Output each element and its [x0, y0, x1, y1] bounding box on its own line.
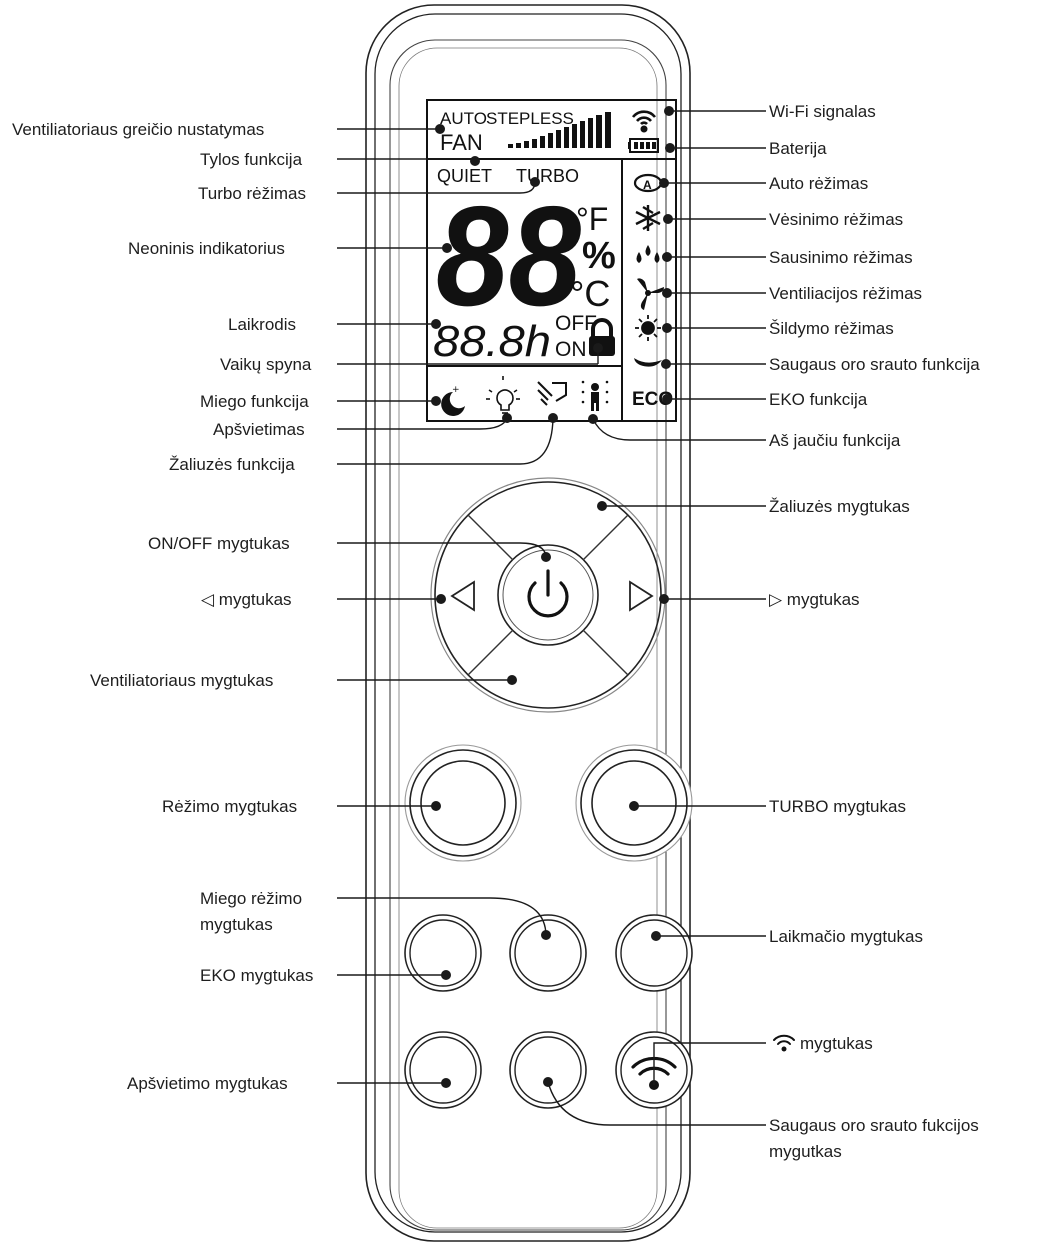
label-turbo-button: TURBO mygtukas — [769, 797, 906, 816]
mode-button[interactable] — [404, 744, 522, 862]
leader-lines-left — [337, 124, 603, 1088]
label-child-lock: Vaikų spyna — [220, 355, 312, 374]
label-wifi-small-icon — [773, 1034, 795, 1052]
wifi-icon — [631, 110, 657, 133]
lcd-main-digits: 88 — [436, 177, 581, 336]
label-neon-indicator: Neoninis indikatorius — [128, 239, 285, 258]
lcd-auto-text: AUTO — [440, 109, 487, 128]
right-labels: Wi-Fi signalas Baterija Auto rėžimas Vės… — [769, 102, 980, 1161]
svg-text:+: + — [452, 385, 460, 395]
lcd-deg-c: °C — [570, 273, 610, 314]
safe-airflow-button[interactable] — [509, 1031, 587, 1109]
left-arrow-icon — [450, 580, 475, 612]
sun-icon — [635, 315, 661, 341]
fan-speed-bars — [508, 112, 611, 148]
label-cooling-mode: Vėsinimo rėžimas — [769, 210, 903, 229]
label-timer-button: Laikmačio mygtukas — [769, 927, 923, 946]
lcd-fan-text: FAN — [440, 130, 483, 155]
label-louver-function: Žaliuzės funkcija — [169, 455, 295, 474]
moon-icon: + — [441, 385, 465, 416]
label-auto-mode: Auto rėžimas — [769, 174, 868, 193]
label-louver-button: Žaliuzės mygtukas — [769, 497, 910, 516]
leader-lines-right — [543, 106, 766, 1126]
right-arrow-icon — [629, 580, 654, 612]
sleep-mode-button[interactable] — [509, 914, 587, 992]
label-eco-button: EKO mygtukas — [200, 966, 313, 985]
snowflake-icon — [635, 205, 661, 231]
label-drying-mode: Sausinimo rėžimas — [769, 248, 913, 267]
label-lighting-button: Apšvietimo mygtukas — [127, 1074, 288, 1093]
eco-button[interactable] — [404, 914, 482, 992]
label-i-feel-function: Aš jaučiu funkcija — [769, 431, 901, 450]
lcd-stepless-text: STEPLESS — [486, 109, 574, 128]
power-icon — [527, 569, 569, 618]
bulb-icon — [486, 376, 520, 414]
label-clock: Laikrodis — [228, 315, 296, 334]
label-safe-airflow-button-line1: Saugaus oro srauto fukcijos — [769, 1116, 979, 1135]
lcd-off-text: OFF — [555, 312, 597, 335]
lcd-clock-digits: 88.8h — [433, 317, 551, 366]
left-labels: Ventiliatoriaus greičio nustatymas Tylos… — [12, 120, 313, 1093]
lcd-on-text: ON — [555, 338, 587, 361]
label-fan-speed-setting: Ventiliatoriaus greičio nustatymas — [12, 120, 264, 139]
label-sleep-function: Miego funkcija — [200, 392, 309, 411]
label-wifi-signal: Wi-Fi signalas — [769, 102, 876, 121]
label-wifi-button: mygtukas — [800, 1034, 873, 1053]
person-icon — [581, 380, 609, 411]
label-sleep-mode-button-line2: mygtukas — [200, 915, 273, 934]
lcd-deg-f: °F — [576, 201, 608, 237]
label-safe-airflow-function: Saugaus oro srauto funkcija — [769, 355, 980, 374]
lcd-eco-text: ECO — [632, 389, 673, 410]
label-eco-function: EKO funkcija — [769, 390, 868, 409]
label-ventilation-mode: Ventiliacijos rėžimas — [769, 284, 922, 303]
label-quiet-function: Tylos funkcija — [200, 150, 303, 169]
label-mode-button: Rėžimo mygtukas — [162, 797, 297, 816]
drops-icon — [636, 245, 660, 263]
label-lighting: Apšvietimas — [213, 420, 305, 439]
lighting-button[interactable] — [404, 1031, 482, 1109]
louver-icon — [537, 381, 567, 406]
label-safe-airflow-button-line2: mygutkas — [769, 1142, 842, 1161]
lcd-screen: AUTO STEPLESS FAN QUIET TURBO 88 °F % °C… — [426, 99, 677, 422]
fan-icon — [637, 278, 664, 310]
label-turbo-mode: Turbo rėžimas — [198, 184, 306, 203]
timer-button[interactable] — [615, 914, 693, 992]
lcd-percent: % — [582, 235, 616, 277]
label-battery: Baterija — [769, 139, 827, 158]
svg-text:A: A — [643, 178, 652, 192]
battery-icon — [628, 138, 659, 153]
label-right-button: ▷ mygtukas — [769, 590, 860, 609]
label-fan-button: Ventiliatoriaus mygtukas — [90, 671, 273, 690]
label-sleep-mode-button-line1: Miego rėžimo — [200, 889, 302, 908]
lcd-quiet-text: QUIET — [437, 166, 492, 186]
airflow-icon — [634, 358, 662, 367]
label-on-off-button: ON/OFF mygtukas — [148, 534, 290, 553]
label-heating-mode: Šildymo rėžimas — [769, 319, 894, 338]
label-left-button: ◁ mygtukas — [201, 590, 292, 609]
